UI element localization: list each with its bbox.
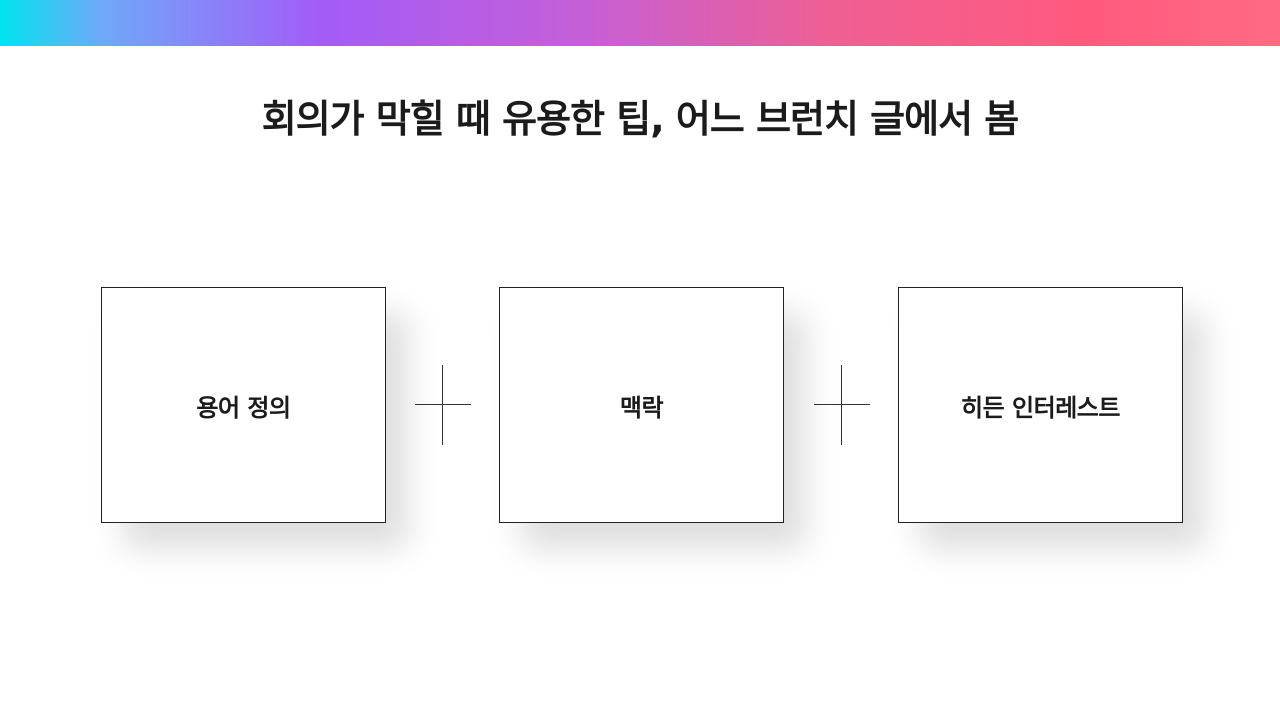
- card-context: 맥락: [499, 287, 784, 523]
- card-label: 용어 정의: [196, 393, 291, 422]
- card-label: 맥락: [619, 393, 664, 422]
- card-label: 히든 인터레스트: [961, 393, 1120, 422]
- card-hidden-interest: 히든 인터레스트: [898, 287, 1183, 523]
- gradient-header-bar: [0, 0, 1280, 46]
- plus-icon: [415, 365, 471, 445]
- page-title: 회의가 막힐 때 유용한 팁, 어느 브런치 글에서 봄: [261, 97, 1020, 141]
- card-term-definition: 용어 정의: [101, 287, 386, 523]
- plus-icon: [814, 365, 870, 445]
